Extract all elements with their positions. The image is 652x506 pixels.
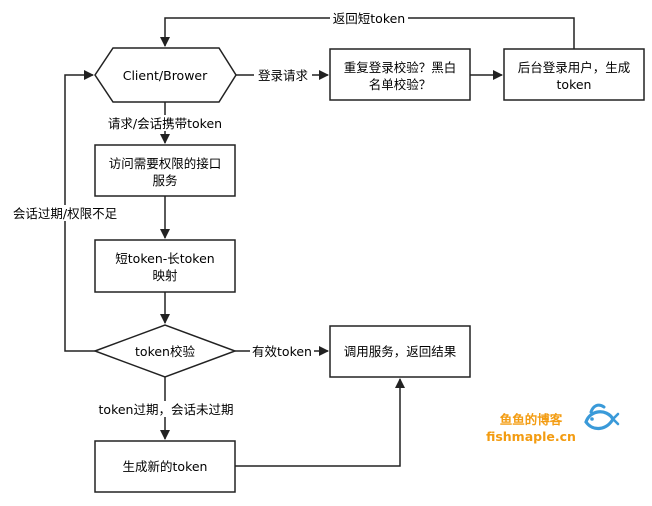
edge-request-with-token: 请求/会话携带token bbox=[102, 102, 228, 144]
token-map-line2: 映射 bbox=[152, 268, 177, 283]
call-service-node: 调用服务，返回结果 bbox=[329, 325, 471, 378]
login-check-line2: 名单校验？ bbox=[369, 77, 432, 92]
watermark: 鱼鱼的博客 fishmaple.cn bbox=[486, 403, 620, 444]
edge-label-request-with-token: 请求/会话携带token bbox=[108, 116, 222, 131]
edge-label-session-expired: 会话过期/权限不足 bbox=[13, 206, 118, 221]
call-service-label: 调用服务，返回结果 bbox=[344, 344, 457, 359]
edge-session-expired: 会话过期/权限不足 bbox=[8, 70, 122, 352]
edge-return-short-token: 返回短token bbox=[160, 10, 575, 49]
edge-label-token-expired: token过期，会话未过期 bbox=[99, 402, 234, 417]
protected-api-line2: 服务 bbox=[152, 173, 177, 188]
login-check-node: 重复登录校验？黑白 名单校验？ bbox=[329, 48, 471, 101]
backend-login-line1: 后台登录用户，生成 bbox=[518, 60, 631, 75]
new-token-label: 生成新的token bbox=[123, 459, 208, 474]
client-node: Client/Brower bbox=[94, 47, 237, 103]
edge-label-return-short-token: 返回短token bbox=[333, 11, 405, 26]
backend-login-node: 后台登录用户，生成 token bbox=[503, 48, 645, 101]
edge-label-valid-token: 有效token bbox=[252, 344, 312, 359]
backend-login-line2: token bbox=[557, 77, 592, 92]
edge-label-login-request: 登录请求 bbox=[258, 68, 309, 83]
new-token-node: 生成新的token bbox=[94, 440, 236, 493]
edge-new-token-to-service bbox=[235, 378, 405, 467]
login-check-line1: 重复登录校验？黑白 bbox=[344, 60, 457, 75]
fish-logo-icon bbox=[584, 403, 620, 430]
token-map-node: 短token-长token 映射 bbox=[94, 239, 236, 293]
edge-valid-token: 有效token bbox=[235, 343, 329, 359]
protected-api-line1: 访问需要权限的接口 bbox=[109, 156, 222, 171]
token-check-label: token校验 bbox=[135, 344, 195, 359]
protected-api-node: 访问需要权限的接口 服务 bbox=[94, 144, 236, 197]
watermark-line2: fishmaple.cn bbox=[486, 429, 576, 444]
token-map-line1: 短token-长token bbox=[115, 251, 214, 266]
token-check-node: token校验 bbox=[92, 324, 238, 378]
client-label: Client/Brower bbox=[123, 68, 208, 83]
edge-login-request: 登录请求 bbox=[236, 67, 329, 83]
watermark-line1: 鱼鱼的博客 bbox=[500, 412, 563, 427]
edge-token-expired: token过期，会话未过期 bbox=[92, 377, 240, 440]
